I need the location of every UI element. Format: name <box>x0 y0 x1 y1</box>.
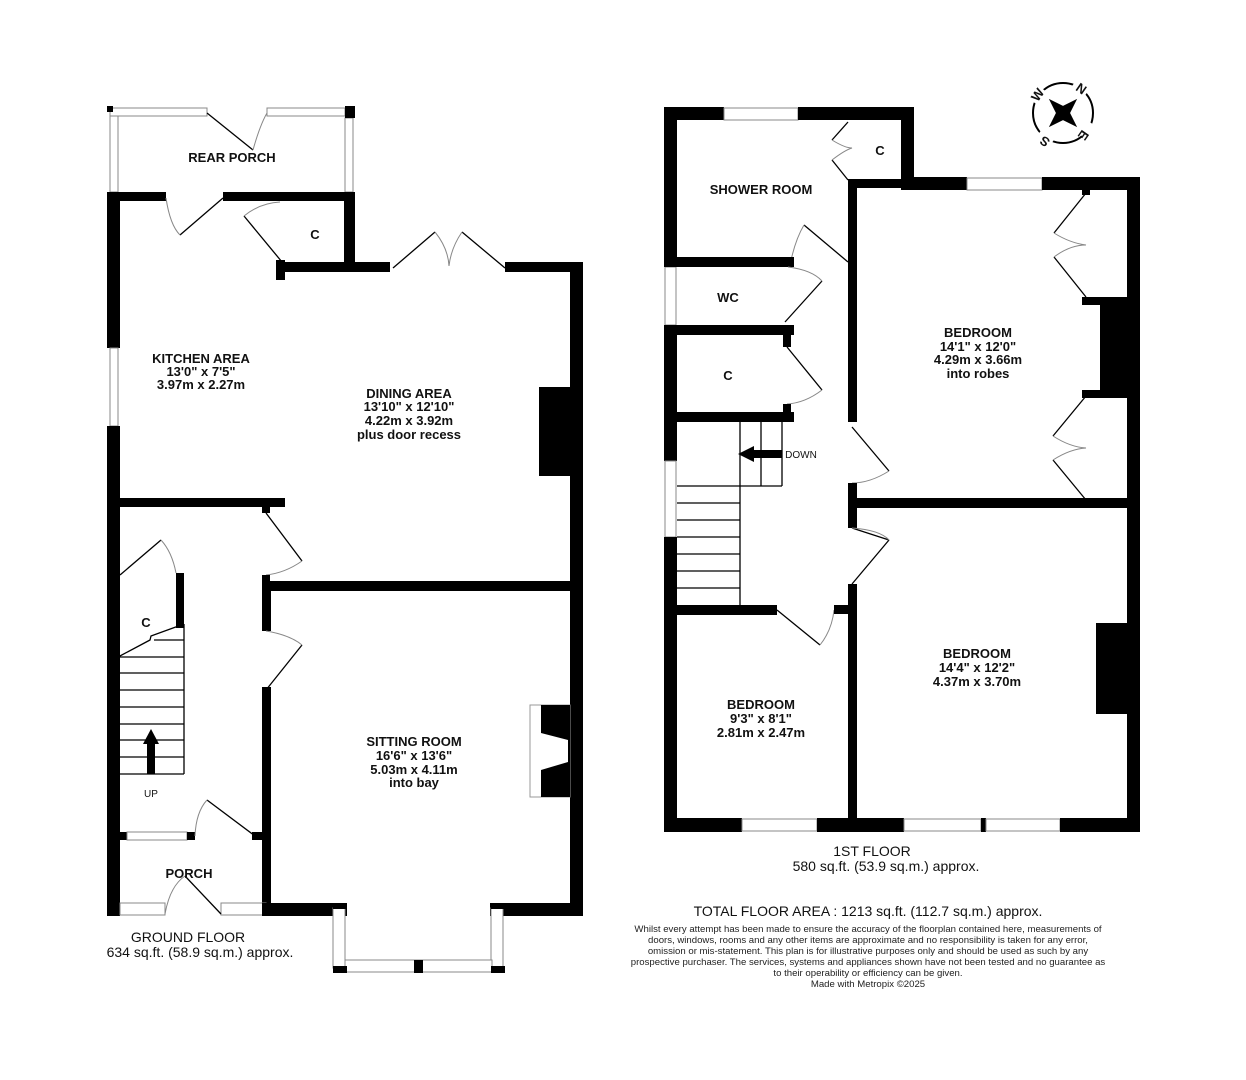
svg-text:plus door recess: plus door recess <box>357 427 461 442</box>
window <box>109 107 208 117</box>
svg-text:W: W <box>1028 85 1048 104</box>
svg-text:UP: UP <box>144 789 158 800</box>
svg-text:C: C <box>310 227 320 242</box>
svg-text:into bay: into bay <box>389 775 440 790</box>
ground-floor-area: 634 sq.ft. (58.9 sq.m.) approx. <box>107 944 294 960</box>
svg-text:SITTING ROOM: SITTING ROOM <box>366 734 461 749</box>
svg-text:9'3" x 8'1": 9'3" x 8'1" <box>730 711 792 726</box>
svg-text:4.22m x 3.92m: 4.22m x 3.92m <box>365 413 453 428</box>
svg-text:C: C <box>723 368 733 383</box>
svg-text:KITCHEN AREA: KITCHEN AREA <box>152 351 250 366</box>
svg-text:WC: WC <box>717 290 739 305</box>
first-floor-area: 580 sq.ft. (53.9 sq.m.) approx. <box>793 858 980 874</box>
window <box>109 115 119 193</box>
svg-text:PORCH: PORCH <box>166 866 213 881</box>
stairs-down <box>677 422 783 605</box>
arrow-up-icon <box>147 742 155 774</box>
total-floor-area: TOTAL FLOOR AREA : 1213 sq.ft. (112.7 sq… <box>694 903 1043 919</box>
compass-rose-icon: N E S W <box>1028 80 1096 150</box>
ground-floor-title: GROUND FLOOR <box>131 929 245 945</box>
first-floor-plan: SHOWER ROOM C WC C DOWN BEDROOM 14'1" x … <box>664 107 1140 874</box>
svg-text:4.29m x 3.66m: 4.29m x 3.66m <box>934 352 1022 367</box>
svg-text:BEDROOM: BEDROOM <box>727 697 795 712</box>
svg-text:C: C <box>141 615 151 630</box>
svg-text:DOWN: DOWN <box>785 450 817 461</box>
svg-text:SHOWER ROOM: SHOWER ROOM <box>710 182 813 197</box>
room-label-rear-porch: REAR PORCH <box>188 150 275 165</box>
svg-text:DINING AREA: DINING AREA <box>366 386 452 401</box>
svg-text:5.03m x 4.11m: 5.03m x 4.11m <box>370 762 457 777</box>
svg-text:BEDROOM: BEDROOM <box>944 325 1012 340</box>
svg-text:13'0" x 7'5": 13'0" x 7'5" <box>166 364 235 379</box>
svg-text:13'10" x 12'10": 13'10" x 12'10" <box>364 399 455 414</box>
disclaimer: Whilst every attempt has been made to en… <box>630 924 1106 990</box>
svg-text:BEDROOM: BEDROOM <box>943 646 1011 661</box>
window <box>344 117 354 193</box>
svg-text:2.81m x 2.47m: 2.81m x 2.47m <box>717 725 805 740</box>
stairs-up <box>117 623 185 775</box>
ground-floor-plan: REAR PORCH C KITCHEN AREA 13'0" x 7'5" 3… <box>107 106 583 973</box>
svg-text:16'6" x 13'6": 16'6" x 13'6" <box>376 748 452 763</box>
svg-text:into robes: into robes <box>947 366 1010 381</box>
svg-text:14'1" x 12'0": 14'1" x 12'0" <box>940 339 1016 354</box>
svg-text:14'4" x 12'2": 14'4" x 12'2" <box>939 660 1015 675</box>
svg-text:C: C <box>875 143 885 158</box>
arrow-left-icon <box>752 450 782 458</box>
window <box>266 107 346 117</box>
svg-text:4.37m x 3.70m: 4.37m x 3.70m <box>933 674 1021 689</box>
credit: Made with Metropix ©2025 <box>810 979 926 990</box>
first-floor-title: 1ST FLOOR <box>833 843 911 859</box>
svg-text:3.97m x 2.27m: 3.97m x 2.27m <box>157 377 245 392</box>
